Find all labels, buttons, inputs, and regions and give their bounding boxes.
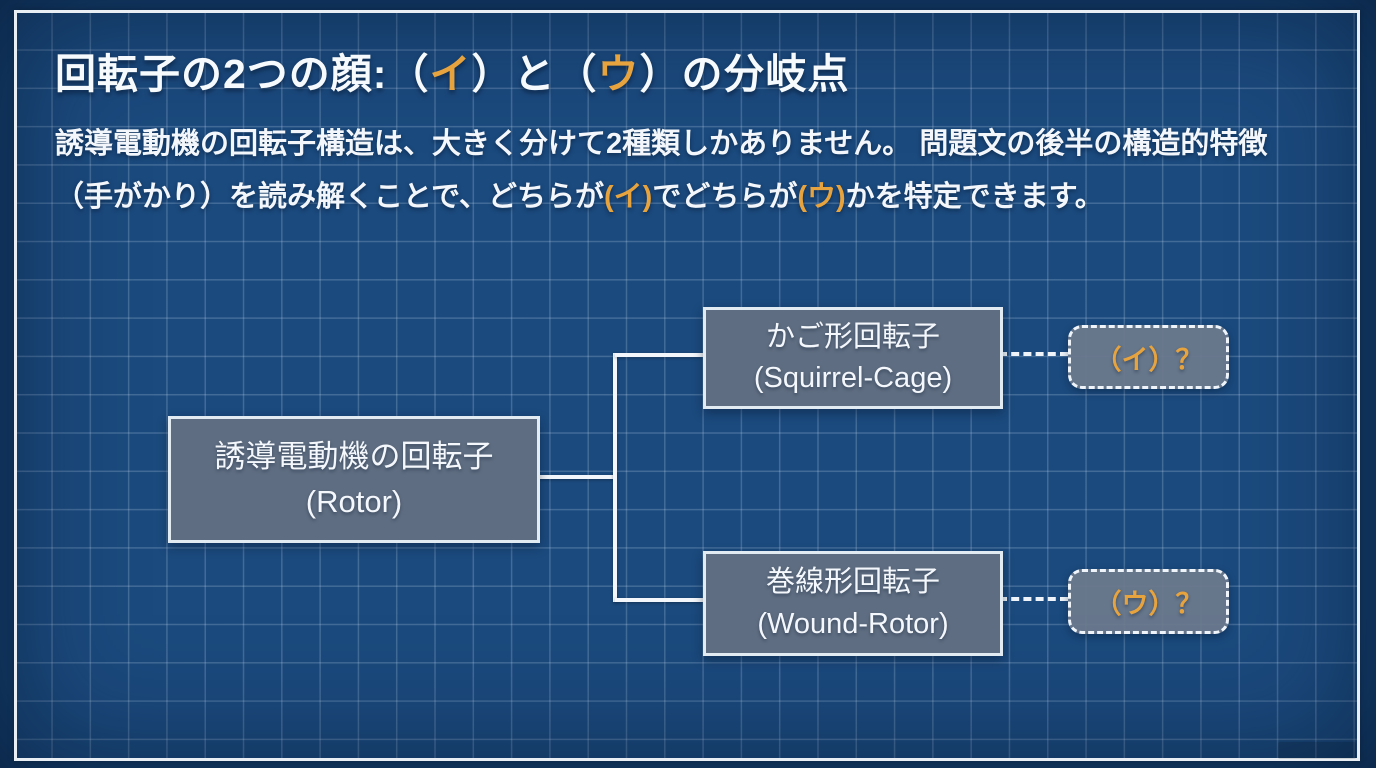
intro-text-2: でどちらが (652, 181, 798, 213)
connector-bottom-branch-line (615, 598, 703, 602)
title-text-1: 回転子の2つの顔:（ (55, 51, 430, 97)
node-rotor-root-subtitle: (Rotor) (305, 483, 403, 519)
connector-root-line (532, 475, 615, 479)
intro-text-1: 誘導電動機の回転子構造は、大きく分けて2種類しかありません。 問題文の後半の構造… (55, 128, 1297, 213)
page-title: 回転子の2つの顔:（イ）と（ウ）の分岐点 (55, 40, 849, 100)
node-squirrel-cage-title: かご形回転子 (765, 320, 940, 353)
result-box-u: （ウ）？ (1068, 569, 1229, 634)
intro-text-3: かを特定できます。 (845, 181, 1104, 213)
watermark (1278, 742, 1356, 759)
title-text-2: ）と（ (471, 51, 598, 97)
node-rotor-root-title: 誘導電動機の回転子 (214, 439, 494, 475)
node-rotor-root: 誘導電動機の回転子 (Rotor) (168, 416, 540, 543)
result-box-i: （イ）？ (1068, 325, 1229, 389)
node-wound-rotor-subtitle: (Wound-Rotor) (757, 607, 949, 640)
title-text-3: ）の分岐点 (639, 51, 850, 97)
intro-paragraph: 誘導電動機の回転子構造は、大きく分けて2種類しかありません。 問題文の後半の構造… (55, 118, 1327, 224)
title-accent-u: ウ (597, 51, 640, 97)
connector-top-branch-line (615, 353, 703, 357)
intro-accent-u: (ウ) (797, 181, 846, 213)
node-squirrel-cage-subtitle: (Squirrel-Cage) (753, 362, 953, 394)
node-wound-rotor-title: 巻線形回転子 (765, 566, 940, 599)
dashed-connector-top (999, 352, 1068, 356)
title-accent-i: イ (429, 51, 472, 97)
intro-accent-i: (イ) (603, 181, 653, 213)
result-box-u-label: （ウ）？ (1094, 589, 1203, 619)
connector-vertical-line (613, 353, 617, 602)
dashed-connector-bottom (999, 597, 1068, 601)
node-squirrel-cage: かご形回転子 (Squirrel-Cage) (703, 307, 1003, 409)
result-box-i-label: （イ）？ (1094, 344, 1203, 375)
node-wound-rotor: 巻線形回転子 (Wound-Rotor) (703, 551, 1003, 656)
